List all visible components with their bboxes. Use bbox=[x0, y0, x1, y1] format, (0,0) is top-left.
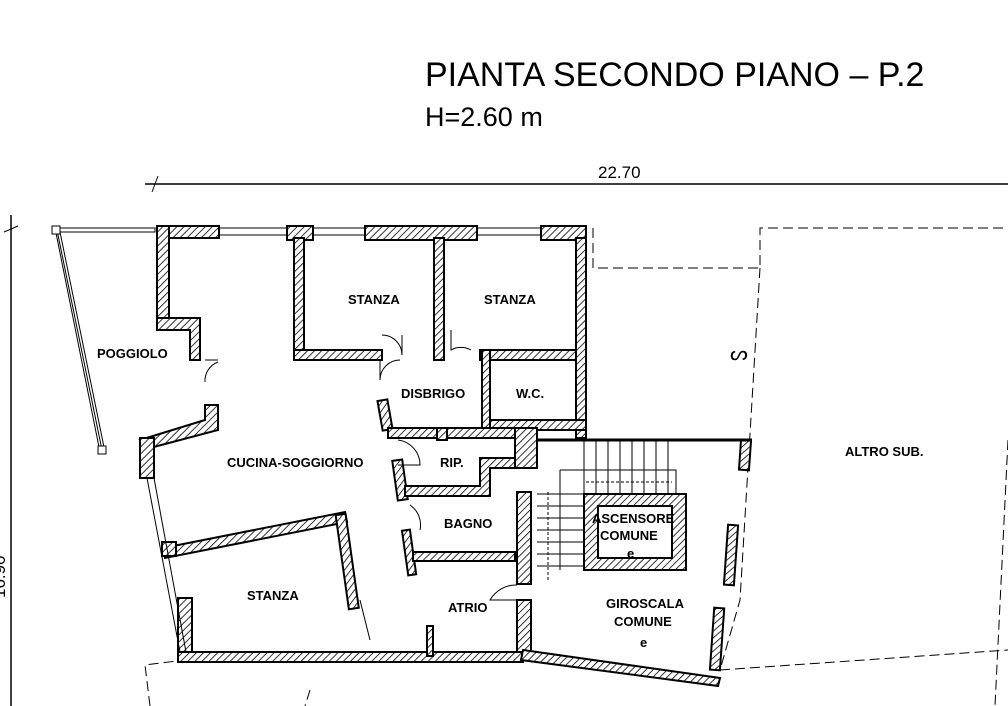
room-bagno: BAGNO bbox=[444, 516, 492, 531]
depth-dimension: 16.90 bbox=[0, 215, 19, 706]
room-rip: RIP. bbox=[440, 455, 464, 470]
room-disbrigo: DISBRIGO bbox=[401, 386, 465, 401]
room-altro-sub: ALTRO SUB. bbox=[845, 444, 923, 459]
balcony bbox=[51, 225, 156, 455]
room-cucina-soggiorno: CUCINA-SOGGIORNO bbox=[227, 455, 364, 470]
window-lines bbox=[146, 227, 752, 653]
plan-height: H=2.60 m bbox=[425, 102, 543, 132]
room-ascensore-e: e bbox=[627, 546, 634, 561]
room-wc: W.C. bbox=[516, 386, 544, 401]
plan-title: PIANTA SECONDO PIANO – P.2 bbox=[425, 56, 924, 94]
room-stanza-2: STANZA bbox=[484, 292, 536, 307]
room-ascensore: ASCENSORE bbox=[592, 511, 675, 526]
room-giroscala-e: e bbox=[640, 635, 647, 650]
room-giroscala: GIROSCALA bbox=[606, 596, 685, 611]
room-ascensore-comune: COMUNE bbox=[600, 528, 658, 543]
width-dimension: 22.70 bbox=[145, 163, 1008, 193]
walls bbox=[138, 225, 753, 688]
room-giroscala-comune: COMUNE bbox=[614, 614, 672, 629]
doors bbox=[204, 330, 518, 641]
neighbour-outline bbox=[144, 227, 1008, 706]
width-label: 22.70 bbox=[598, 163, 641, 182]
room-poggiolo: POGGIOLO bbox=[97, 346, 168, 361]
neighbour-symbol: ᔕ bbox=[730, 343, 748, 365]
room-labels: POGGIOLO STANZA STANZA DISBRIGO W.C. RIP… bbox=[97, 292, 923, 650]
room-atrio: ATRIO bbox=[448, 600, 487, 615]
room-stanza-1: STANZA bbox=[348, 292, 400, 307]
room-stanza-3: STANZA bbox=[247, 588, 299, 603]
staircase bbox=[537, 440, 677, 580]
depth-label: 16.90 bbox=[0, 555, 9, 598]
